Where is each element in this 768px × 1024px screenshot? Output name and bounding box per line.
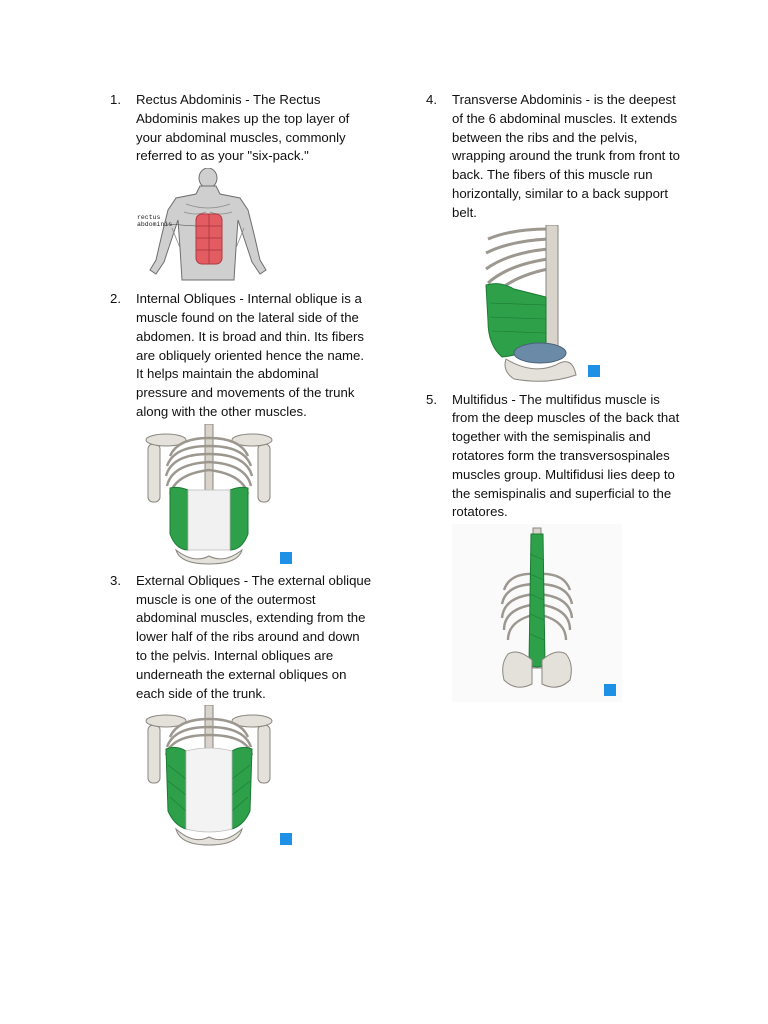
logo-badge: [280, 833, 292, 846]
item-number: 5.: [426, 391, 437, 407]
item-number: 1.: [110, 92, 121, 107]
item-text: Rectus Abdominis - The Rectus Abdominis …: [136, 92, 350, 164]
left-column: 1. Rectus Abdominis - The Rectus Abdomin…: [110, 91, 372, 853]
logo-badge: [604, 684, 616, 697]
item-text: Multifidus - The multifidus muscle is fr…: [452, 391, 680, 520]
list-item-transverse-abdominis: 4. Transverse Abdominis - is the deepest…: [426, 91, 688, 223]
multifidus-figure: [452, 524, 622, 703]
internal-obliques-figure: [145, 423, 292, 565]
logo-badge: [588, 364, 600, 377]
item-number: 4.: [426, 92, 437, 107]
item-text: Transverse Abdominis - is the deepest of…: [452, 92, 680, 220]
item-text: Internal Obliques - Internal oblique is …: [136, 291, 365, 419]
list-item-internal-obliques: 2. Internal Obliques - Internal oblique …: [110, 290, 372, 422]
list-item-rectus-abdominis: 1. Rectus Abdominis - The Rectus Abdomin…: [110, 91, 372, 166]
list-item-external-obliques: 3. External Obliques - The external obli…: [110, 572, 372, 704]
right-column: 4. Transverse Abdominis - is the deepest…: [426, 91, 688, 708]
transverse-abdominis-figure: [485, 224, 600, 382]
item-number: 3.: [110, 572, 121, 588]
list-item-multifidus: 5. Multifidus - The multifidus muscle is…: [426, 391, 688, 523]
external-obliques-figure: [145, 705, 292, 846]
label-leader-line: [165, 223, 197, 227]
logo-badge: [280, 551, 292, 564]
item-number: 2.: [110, 291, 121, 307]
item-text: External Obliques - The external oblique…: [136, 572, 372, 701]
